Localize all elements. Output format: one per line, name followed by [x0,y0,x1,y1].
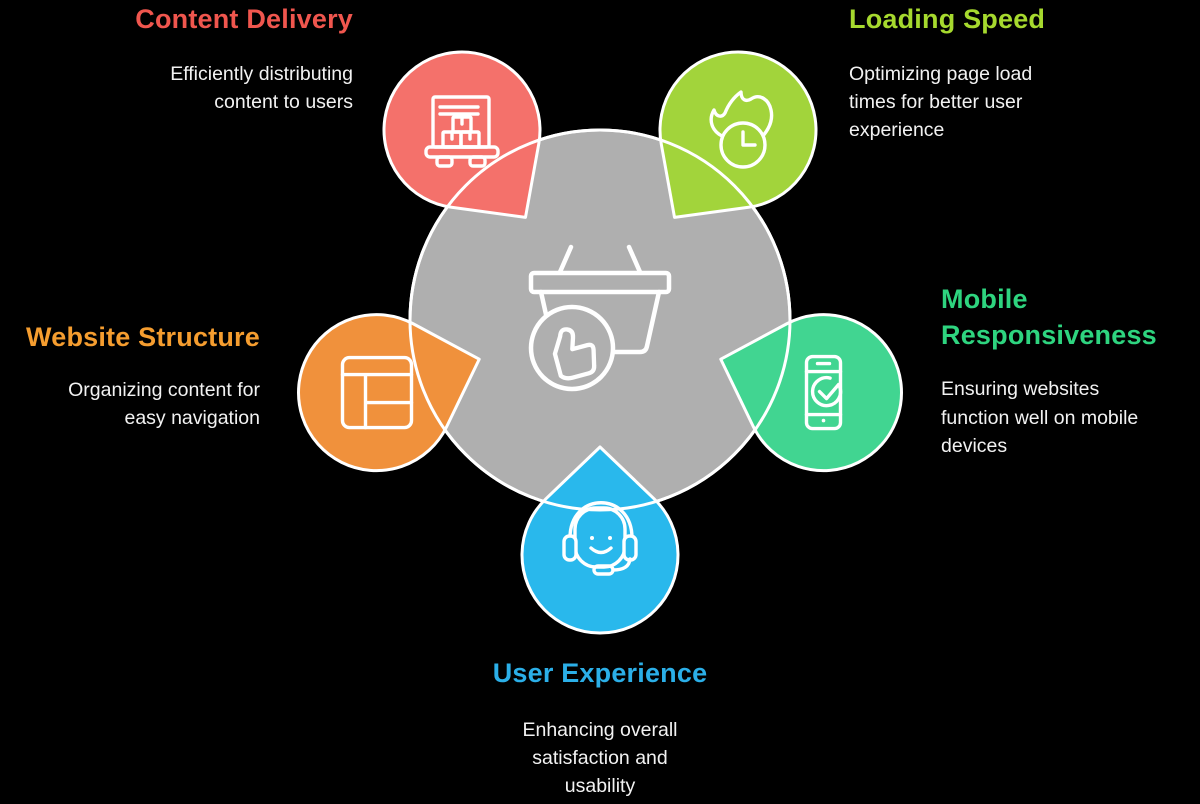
label-loading-speed: Loading Speed Optimizing page load times… [849,2,1111,144]
label-user-experience: User Experience Enhancing overall satisf… [440,656,760,800]
headset-support-icon [562,501,638,576]
browser-layout-icon [340,355,414,430]
content-delivery-title: Content Delivery [135,4,353,34]
label-content-delivery: Content Delivery Efficiently distributin… [20,2,353,116]
user-experience-title: User Experience [492,658,708,688]
flame-clock-icon [709,90,774,169]
label-mobile-responsiveness: Mobile Responsiveness Ensuring websites … [941,282,1193,460]
website-structure-description: Organizing content for easy navigation [68,378,260,429]
shopping-basket-thumbs-up-icon [528,244,672,392]
loading-speed-description: Optimizing page load times for better us… [849,62,1033,142]
user-experience-description: Enhancing overall satisfaction and usabi… [522,718,678,798]
delivery-truck-boxes-icon [424,95,500,168]
mobile-responsiveness-description: Ensuring websites function well on mobil… [941,378,1139,457]
thumbs-up-icon [552,327,597,381]
smartphone-check-icon [804,354,843,431]
loading-speed-title: Loading Speed [849,4,1046,34]
content-delivery-description: Efficiently distributing content to user… [170,62,353,113]
center-circle-outline [408,128,792,512]
label-website-structure: Website Structure Organizing content for… [0,320,260,432]
mobile-responsiveness-title: Mobile Responsiveness [941,284,1157,350]
website-structure-title: Website Structure [26,322,260,352]
